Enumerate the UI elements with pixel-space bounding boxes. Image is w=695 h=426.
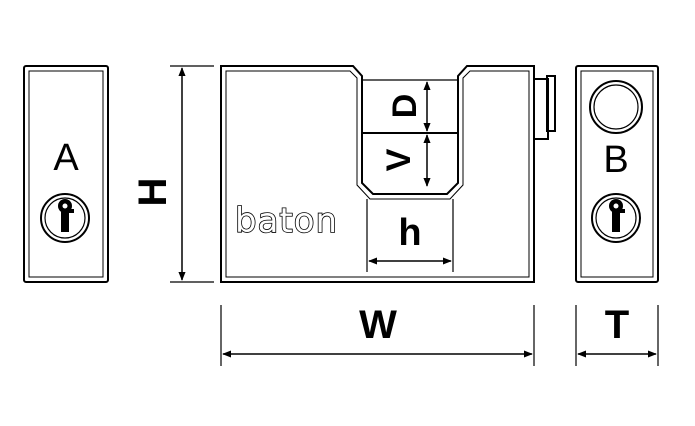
label-a: A	[53, 137, 79, 179]
front-view-body	[220, 65, 535, 283]
keyhole-icon	[40, 193, 90, 243]
side-view-b: B	[575, 65, 659, 283]
label-v: V	[380, 148, 418, 171]
label-b: B	[603, 139, 628, 181]
front-view: D V baton h	[220, 65, 556, 283]
label-w: W	[359, 303, 397, 347]
dimension-h: H	[131, 65, 214, 283]
dimension-w: W	[220, 303, 535, 366]
side-view-a-inner-edge	[28, 70, 104, 278]
keyhole-icon	[591, 193, 641, 243]
label-t: T	[605, 303, 629, 347]
label-h: H	[131, 178, 175, 207]
front-view-inner-edge	[225, 70, 530, 278]
label-d: D	[386, 94, 424, 119]
side-view-a: A	[23, 65, 109, 283]
side-view-b-body	[575, 65, 659, 283]
side-view-a-body	[23, 65, 109, 283]
side-view-b-inner-edge	[580, 70, 654, 278]
shackle-button-top-icon	[589, 80, 643, 134]
dimension-t: T	[575, 303, 659, 366]
shackle-button-icon	[533, 75, 556, 140]
brand-logo: baton	[235, 201, 338, 241]
label-h-small: h	[398, 212, 421, 254]
